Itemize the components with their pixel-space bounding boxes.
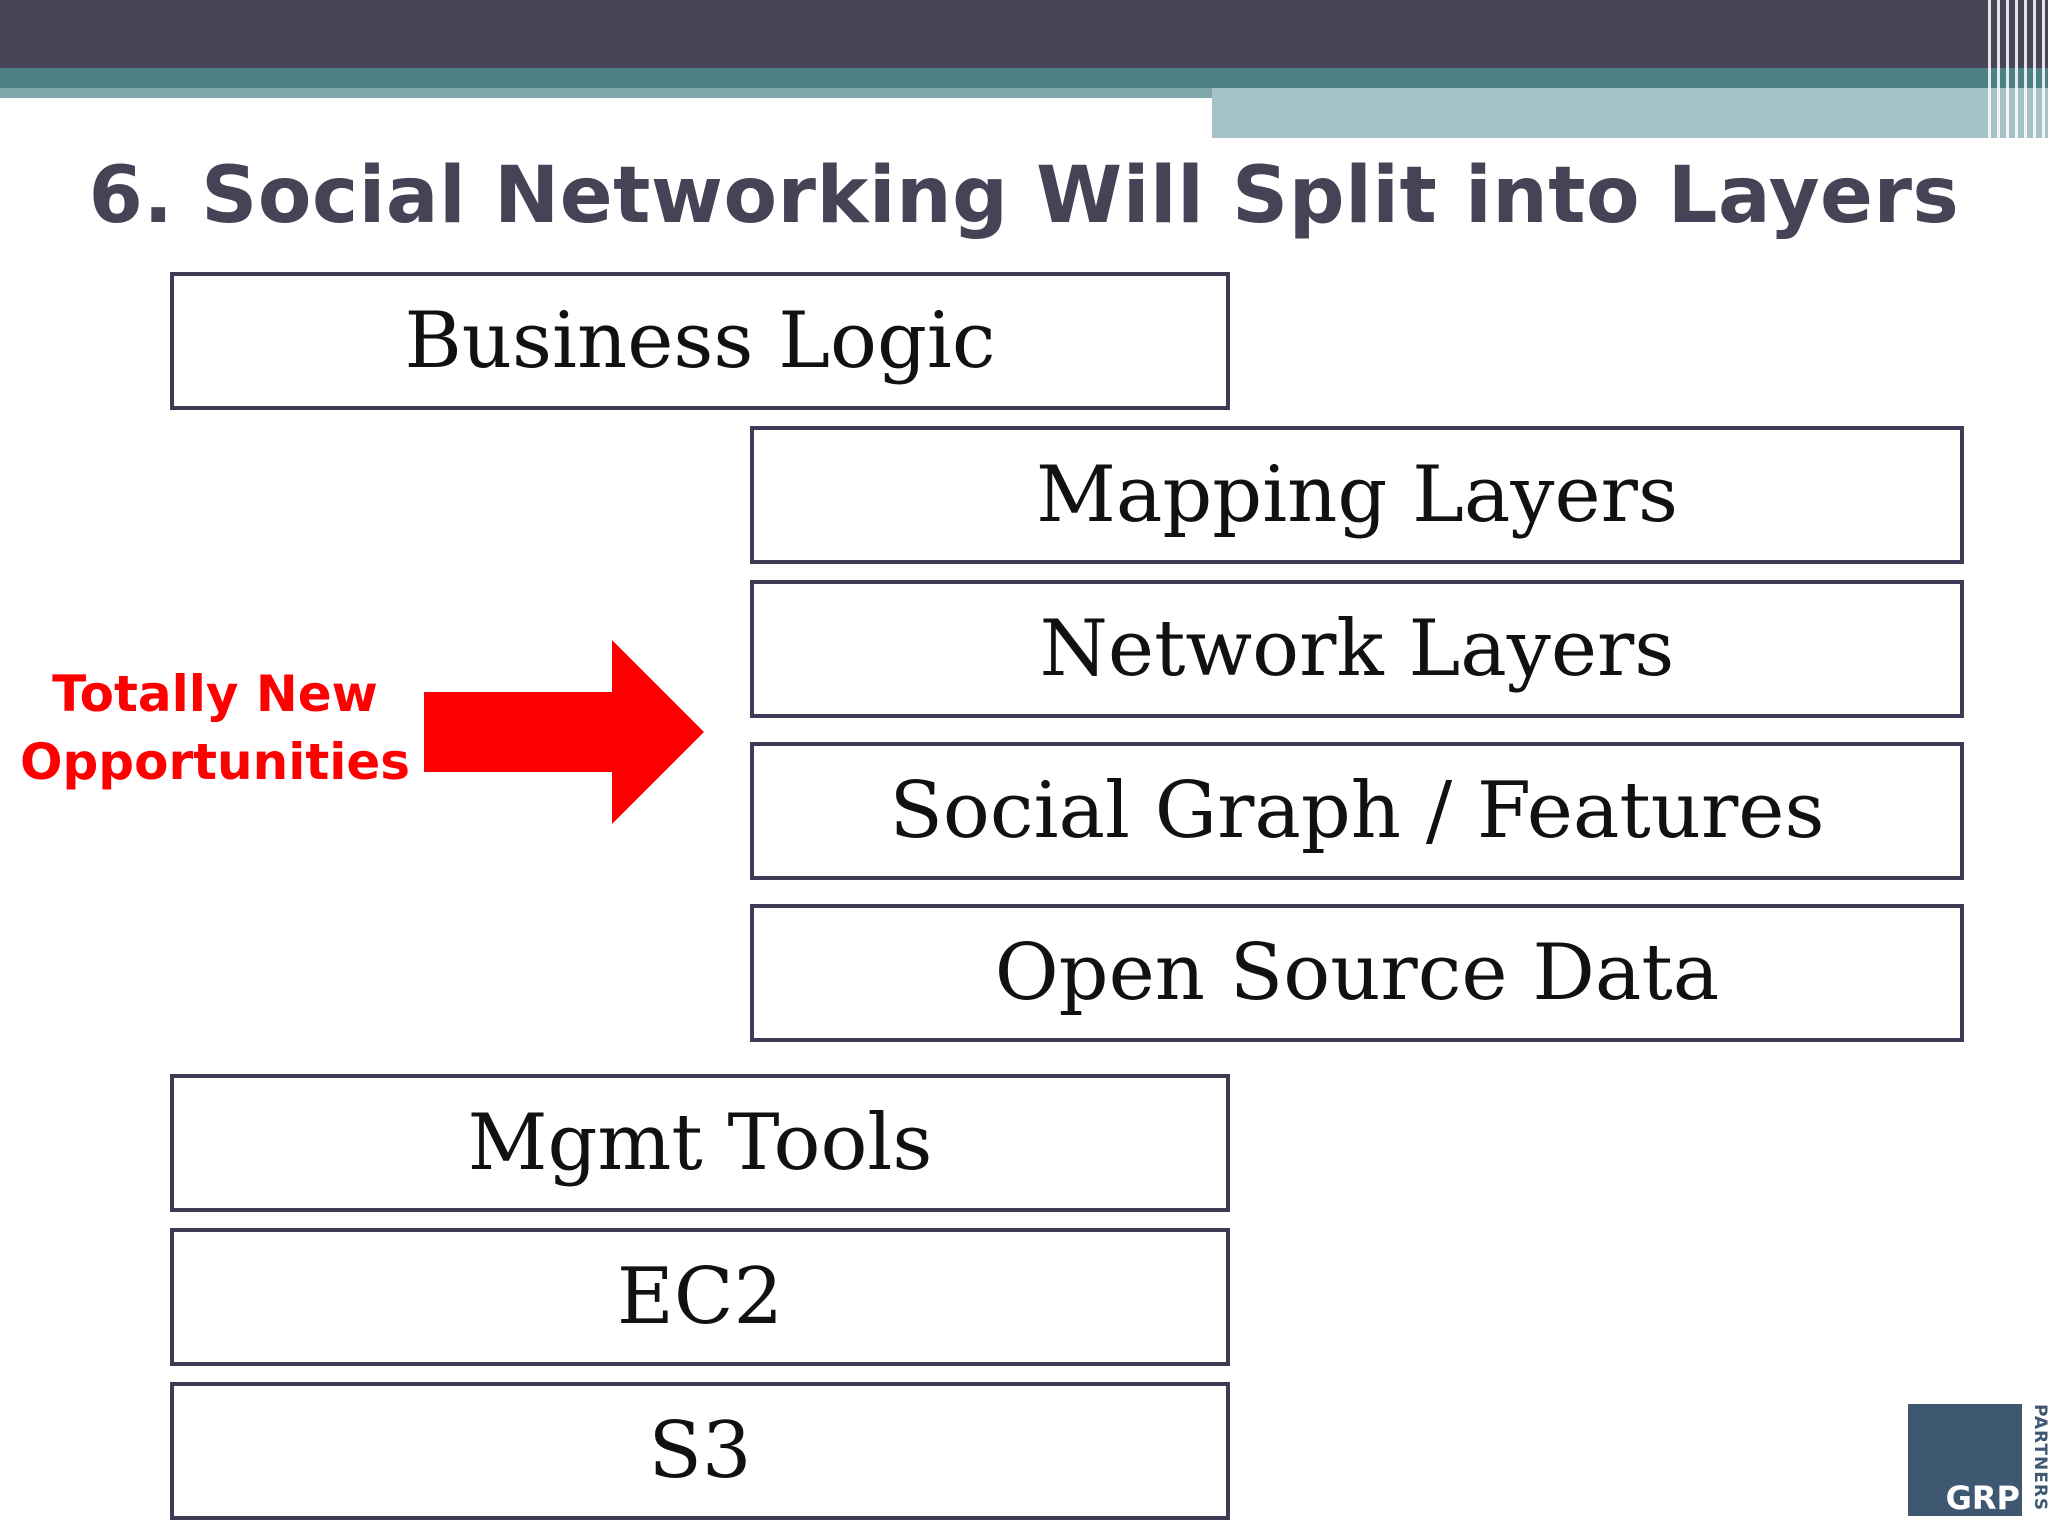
layer-mgmt-tools: Mgmt Tools: [170, 1074, 1230, 1212]
red-arrow-icon: [424, 640, 704, 824]
layer-social-graph: Social Graph / Features: [750, 742, 1964, 880]
header-stripes: [1988, 0, 2048, 138]
callout-line-1: Totally New: [52, 665, 378, 723]
callout-line-2: Opportunities: [20, 733, 411, 791]
layer-open-source-data: Open Source Data: [750, 904, 1964, 1042]
header-bar-teal: [0, 68, 2048, 88]
grp-partners-logo: GRP PARTNERS: [1908, 1404, 2048, 1516]
header-bar-dark: [0, 0, 2048, 68]
header-bar-light: [1212, 88, 2048, 138]
layer-mapping-layers: Mapping Layers: [750, 426, 1964, 564]
logo-block: [1908, 1404, 2022, 1516]
layer-ec2: EC2: [170, 1228, 1230, 1366]
layer-business-logic: Business Logic: [170, 272, 1230, 410]
layer-network-layers: Network Layers: [750, 580, 1964, 718]
header-bar-thin: [0, 88, 1212, 98]
layer-s3: S3: [170, 1382, 1230, 1520]
logo-name: GRP: [1945, 1479, 2020, 1517]
callout-label: Totally New Opportunities: [20, 660, 410, 796]
logo-tagline: PARTNERS: [2030, 1404, 2048, 1512]
slide-title: 6. Social Networking Will Split into Lay…: [88, 151, 1960, 241]
